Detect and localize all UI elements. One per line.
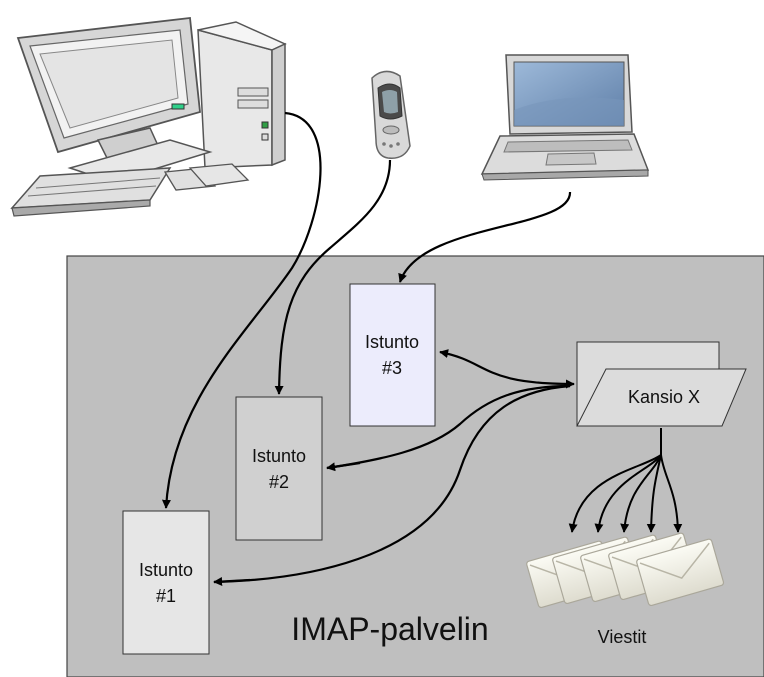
connector-session-1-folder bbox=[213, 384, 571, 584]
session-2-label-line2: #2 bbox=[269, 472, 289, 492]
envelope-icon bbox=[636, 538, 725, 607]
server-label: IMAP-palvelin bbox=[291, 611, 488, 647]
desktop-computer-icon bbox=[10, 17, 287, 217]
session-box-2 bbox=[235, 396, 323, 541]
folder-to-messages-connectors bbox=[568, 428, 683, 533]
connector-laptop-session-3 bbox=[398, 191, 572, 283]
connector-session-3-folder bbox=[439, 349, 575, 389]
laptop-icon bbox=[480, 54, 650, 181]
session-2-label-line1: Istunto bbox=[252, 446, 306, 466]
folder-icon bbox=[576, 341, 747, 427]
session-3-label-line1: Istunto bbox=[365, 332, 419, 352]
session-1-label-line1: Istunto bbox=[139, 560, 193, 580]
mobile-phone-icon bbox=[371, 70, 411, 159]
connector-desktop-session-1 bbox=[161, 111, 322, 509]
folder-label: Kansio X bbox=[628, 387, 700, 407]
session-box-3 bbox=[349, 283, 436, 427]
session-box-1 bbox=[122, 510, 210, 655]
connector-phone-session-2 bbox=[274, 159, 392, 395]
session-3-label-line2: #3 bbox=[382, 358, 402, 378]
session-1-label-line2: #1 bbox=[156, 586, 176, 606]
messages-envelopes bbox=[526, 532, 725, 609]
messages-label: Viestit bbox=[598, 627, 647, 647]
connector-session-2-folder bbox=[326, 384, 571, 470]
